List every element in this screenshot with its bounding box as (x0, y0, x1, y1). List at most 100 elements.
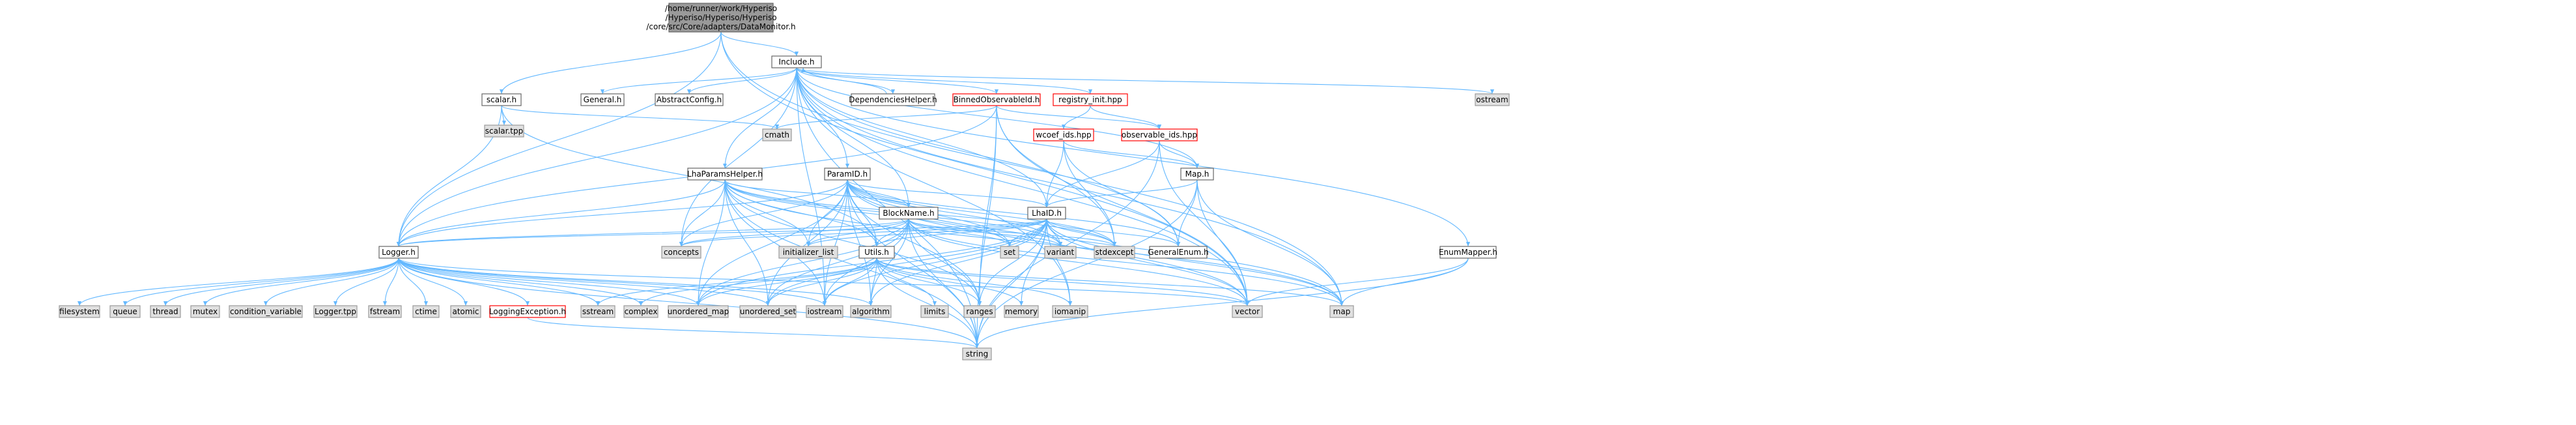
node-wcoef_ids_hpp[interactable]: wcoef_ids.hpp (1033, 128, 1094, 141)
node-fstream[interactable]: fstream (368, 305, 402, 318)
node-box-include_h (771, 55, 822, 68)
node-condition_variable[interactable]: condition_variable (229, 305, 303, 318)
edge-observable_ids_hpp-to-lhaid_h (1044, 140, 1160, 208)
node-sstream[interactable]: sstream (580, 305, 616, 318)
edge-lhaid_h-to-memory (1019, 218, 1047, 306)
edge-root-to-scalar_h (499, 31, 722, 95)
node-cmath[interactable]: cmath (762, 128, 792, 141)
edge-include_h-to-iostream (796, 67, 827, 306)
edge-lhaid_h-to-algorithm (868, 218, 1047, 306)
node-variant[interactable]: variant (1044, 246, 1077, 259)
edge-dependencieshelper_h-to-include_h (800, 67, 887, 95)
node-include_h[interactable]: Include.h (771, 55, 822, 68)
node-label-stdexcept: stdexcept (1096, 248, 1134, 257)
node-ctime[interactable]: ctime (412, 305, 440, 318)
edge-logger_h-to-algorithm (398, 257, 873, 306)
node-string[interactable]: string (962, 347, 992, 360)
node-atomic[interactable]: atomic (450, 305, 481, 318)
node-unordered_map[interactable]: unordered_map (668, 305, 729, 318)
node-scalar_h[interactable]: scalar.h (481, 93, 522, 106)
node-lhaparamshelper_h[interactable]: LhaParamsHelper.h (687, 168, 763, 181)
edge-lhaid_h-to-iostream (822, 218, 1047, 306)
edge-include_h-to-generalenum_h (796, 67, 1181, 247)
node-generalenum_h[interactable]: GeneralEnum.h (1148, 246, 1209, 259)
node-stdexcept[interactable]: stdexcept (1094, 246, 1135, 259)
edge-scalar_h-to-cmath (501, 105, 779, 130)
node-complex[interactable]: complex (623, 305, 658, 318)
node-label-include_h: Include.h (778, 57, 814, 66)
node-algorithm[interactable]: algorithm (850, 305, 892, 318)
node-label-dependencieshelper_h: DependenciesHelper.h (849, 95, 937, 104)
node-map_h[interactable]: Map.h (1180, 168, 1214, 181)
node-mutex[interactable]: mutex (190, 305, 220, 318)
edge-logger_h-to-condition_variable (263, 257, 399, 306)
node-label-condition_variable: condition_variable (230, 307, 302, 316)
node-initializer_list[interactable]: initializer_list (778, 246, 838, 259)
node-box-atomic (450, 305, 481, 318)
node-enummapper_h[interactable]: EnumMapper.h (1439, 246, 1497, 259)
node-box-paramid_h (824, 168, 871, 181)
edge-binnedobservableid_h-to-ranges (977, 105, 997, 306)
node-label-abstractconfig_h: AbstractConfig.h (657, 95, 722, 104)
node-box-abstractconfig_h (655, 93, 724, 106)
node-logger_tpp[interactable]: Logger.tpp (313, 305, 358, 318)
edge-map_h-to-map (1196, 179, 1344, 306)
node-box-complex (623, 305, 658, 318)
node-logger_h[interactable]: Logger.h (378, 246, 419, 259)
node-map[interactable]: map (1329, 305, 1354, 318)
node-abstractconfig_h[interactable]: AbstractConfig.h (655, 93, 724, 106)
edge-utils_h-to-ranges (876, 257, 982, 306)
node-label-lhaid_h: LhaID.h (1032, 209, 1062, 218)
node-lhaid_h[interactable]: LhaID.h (1027, 207, 1066, 220)
node-box-cmath (762, 128, 792, 141)
edge-paramid_h-to-ranges (847, 179, 982, 306)
edge-wcoef_ids_hpp-to-map_h (1063, 140, 1200, 169)
node-general_h[interactable]: General.h (580, 93, 625, 106)
node-label-atomic: atomic (452, 307, 479, 316)
node-box-map (1329, 305, 1354, 318)
node-box-lhaparamshelper_h (687, 168, 763, 181)
node-paramid_h[interactable]: ParamID.h (824, 168, 871, 181)
node-set[interactable]: set (1000, 246, 1019, 259)
edge-map_h-to-generalenum_h (1176, 179, 1198, 247)
node-vector[interactable]: vector (1232, 305, 1263, 318)
edge-lhaid_h-to-logger_h (397, 218, 1047, 247)
node-concepts[interactable]: concepts (661, 246, 701, 259)
node-unordered_set[interactable]: unordered_set (739, 305, 797, 318)
edge-logger_h-to-filesystem (78, 257, 399, 306)
node-box-logger_h (378, 246, 419, 259)
node-iomanip[interactable]: iomanip (1052, 305, 1088, 318)
node-box-variant (1044, 246, 1077, 259)
node-label-set: set (1004, 248, 1016, 257)
node-label-general_h: General.h (584, 95, 622, 104)
node-dependencieshelper_h[interactable]: DependenciesHelper.h (849, 93, 937, 106)
node-root[interactable]: /home/runner/work/Hyperiso/Hyperiso/Hype… (646, 3, 796, 33)
edge-utils_h-to-algorithm (868, 257, 877, 306)
node-blockname_h[interactable]: BlockName.h (879, 207, 939, 220)
node-filesystem[interactable]: filesystem (59, 305, 100, 318)
node-label-unordered_map: unordered_map (668, 307, 729, 316)
node-ostream[interactable]: ostream (1475, 93, 1510, 106)
node-box-blockname_h (879, 207, 939, 220)
node-box-iomanip (1052, 305, 1088, 318)
node-loggingexception_h[interactable]: LoggingException.h (489, 305, 566, 318)
edge-binnedobservableid_h-to-observable_ids_hpp (996, 105, 1161, 130)
node-ranges[interactable]: ranges (963, 305, 996, 318)
edge-blockname_h-to-logger_h (397, 218, 909, 247)
node-limits[interactable]: limits (920, 305, 949, 318)
edge-paramid_h-to-lhaid_h (847, 179, 1049, 208)
node-registry_init_hpp[interactable]: registry_init.hpp (1053, 93, 1128, 106)
edge-logger_h-to-iostream (398, 257, 827, 306)
node-utils_h[interactable]: Utils.h (858, 246, 895, 259)
node-iostream[interactable]: iostream (806, 305, 843, 318)
node-binnedobservableid_h[interactable]: BinnedObservableId.h (952, 93, 1041, 106)
node-box-scalar_h (481, 93, 522, 106)
node-memory[interactable]: memory (1004, 305, 1039, 318)
node-queue[interactable]: queue (109, 305, 141, 318)
edge-lhaparamshelper_h-to-logger_h (396, 179, 726, 247)
node-thread[interactable]: thread (150, 305, 181, 318)
node-observable_ids_hpp[interactable]: observable_ids.hpp (1121, 128, 1198, 141)
edge-utils_h-to-string (876, 257, 980, 349)
node-scalar_tpp[interactable]: scalar.tpp (484, 125, 524, 138)
edge-lhaparamshelper_h-to-ranges (724, 179, 982, 306)
